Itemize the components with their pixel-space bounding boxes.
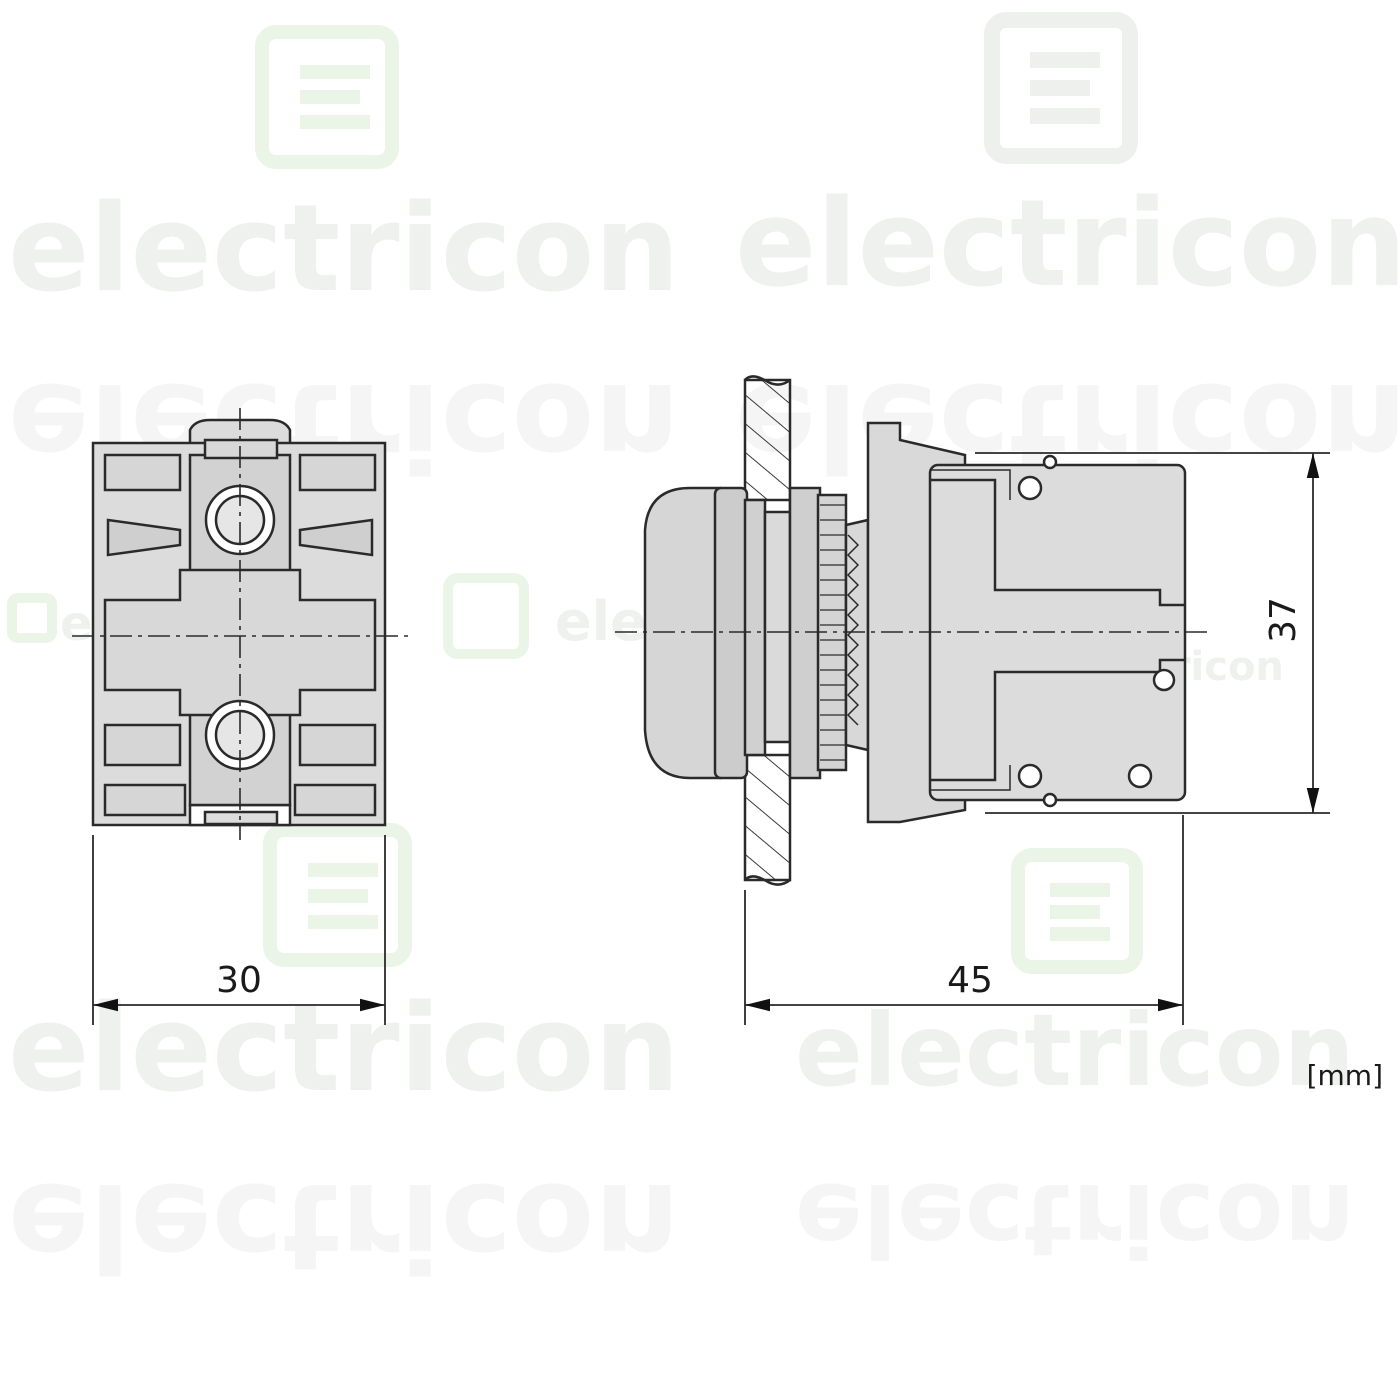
dimension-height-label: 37 [1263,597,1304,643]
watermark-text: electricon [795,992,1355,1109]
dimension-depth-label: 45 [947,960,993,1001]
watermark-logo-icon [255,25,399,169]
watermark-layer: electricon electricon electricon electri… [7,12,1400,1295]
unit-label: [mm] [1307,1059,1383,1092]
dimension-width-label: 30 [216,960,262,1001]
watermark-text: electricon [735,175,1400,314]
front-view [91,418,387,827]
side-view [643,375,1187,886]
watermark-text-reflection: electricon [8,1156,680,1295]
watermark-text: electricon [8,980,680,1119]
front-centerlines [72,408,408,840]
fixing-ring [788,486,822,780]
watermark-text: electricon [8,180,680,319]
dimension-width [92,835,386,1025]
watermark-logo-icon [984,12,1138,164]
dimension-height [975,452,1330,814]
dimension-depth [744,815,1184,1025]
watermark-logo-icon [1011,848,1143,974]
actuator-cap [643,486,722,780]
watermark-logo-icon [263,823,412,967]
watermark-logo-icon [7,573,529,659]
watermark-text-reflection: electricon [795,1161,1355,1278]
